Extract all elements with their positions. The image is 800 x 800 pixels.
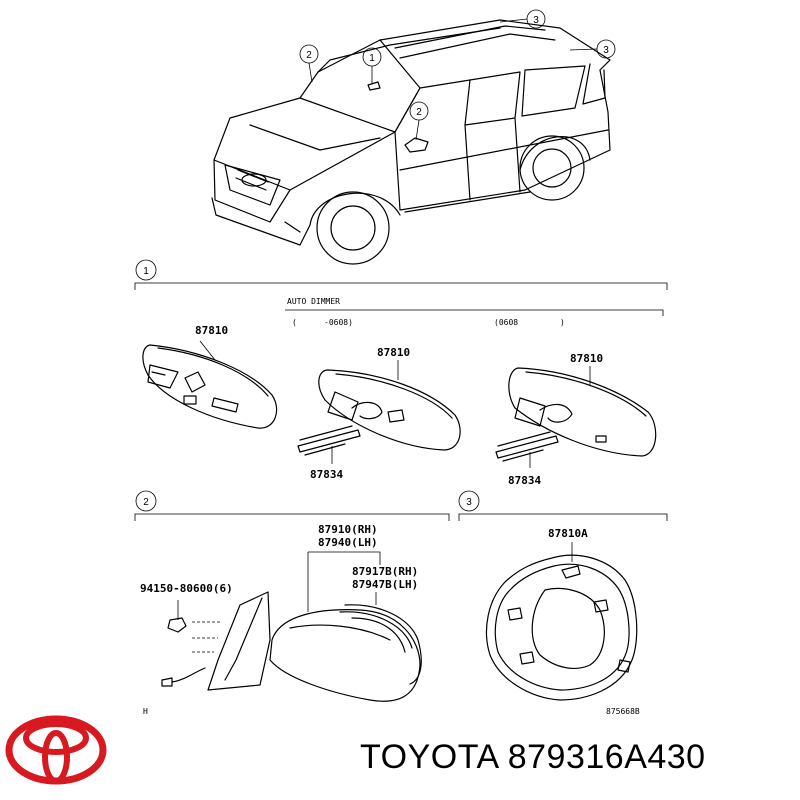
part-87834-c: 87834 — [508, 474, 541, 487]
section-1: 1 AUTO DIMMER ( -0608) (0608 ) 87810 — [134, 259, 668, 487]
range-left: -0608) — [324, 318, 353, 327]
part-87810-a: 87810 — [195, 324, 228, 337]
part-87810-b: 87810 — [377, 346, 410, 359]
part-87910-rh: 87910(RH) — [318, 523, 378, 536]
svg-text:3: 3 — [603, 45, 609, 56]
mirror-cover — [485, 554, 638, 701]
part-87834-b: 87834 — [310, 468, 343, 481]
vehicle-illustration — [211, 19, 611, 265]
figure-code: 875668B — [606, 707, 640, 716]
section-3: 3 87810A 875668B — [458, 490, 668, 716]
section-2-number: 2 — [143, 497, 149, 508]
auto-dimmer-label: AUTO DIMMER — [287, 297, 340, 306]
part-87917b-rh: 87917B(RH) — [352, 565, 418, 578]
bracket-b — [297, 425, 361, 456]
svg-text:1: 1 — [369, 53, 375, 64]
callout-3-top: 3 — [499, 9, 546, 29]
side-mirror — [161, 591, 422, 702]
range-right: (0608 — [494, 318, 518, 327]
callout-2-left: 2 — [299, 44, 319, 83]
svg-text:(: ( — [292, 318, 297, 327]
svg-text:): ) — [560, 318, 565, 327]
section-1-number: 1 — [143, 266, 149, 277]
bracket-c — [495, 431, 559, 462]
toyota-logo — [5, 715, 107, 785]
part-87940-lh: 87940(LH) — [318, 536, 378, 549]
section-3-number: 3 — [466, 497, 472, 508]
footer-title: TOYOTA 879316A430 — [360, 738, 706, 777]
section-2: 2 87910(RH) 87940(LH) 87917B(RH) 87947B(… — [134, 490, 450, 716]
inner-mirror-b — [318, 369, 461, 451]
svg-text:2: 2 — [306, 50, 312, 61]
part-number: 879316A430 — [507, 738, 706, 776]
part-87947b-lh: 87947B(LH) — [352, 578, 418, 591]
part-87810a: 87810A — [548, 527, 588, 540]
vehicle-callouts: 2 1 2 3 3 — [299, 9, 616, 141]
screw — [167, 617, 187, 633]
marker-h: H — [143, 707, 148, 716]
brand-name: TOYOTA — [360, 738, 498, 776]
inner-mirror-c — [508, 367, 657, 457]
svg-text:3: 3 — [533, 15, 539, 26]
inner-mirror-a — [142, 344, 278, 429]
part-87810-c: 87810 — [570, 352, 603, 365]
callout-1: 1 — [362, 47, 382, 84]
svg-text:2: 2 — [416, 107, 422, 118]
callout-3-right: 3 — [569, 39, 616, 59]
callout-2-right: 2 — [409, 101, 429, 141]
part-94150-80600: 94150-80600(6) — [140, 582, 233, 595]
